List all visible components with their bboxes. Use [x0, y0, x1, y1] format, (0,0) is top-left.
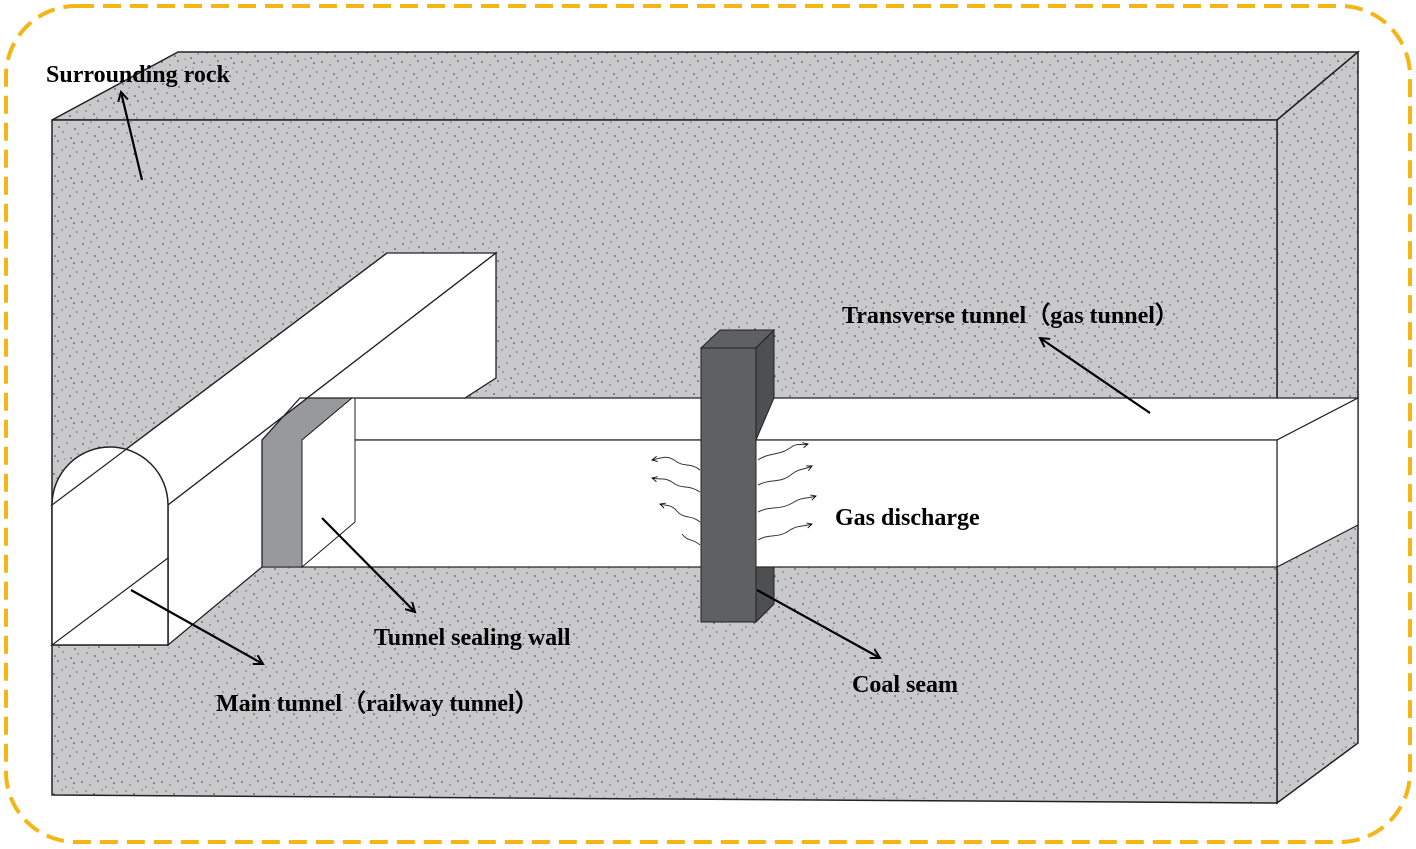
transverse-tunnel-label: Transverse tunnel（gas tunnel） [842, 302, 1179, 329]
sealing-wall [301, 397, 356, 569]
coal-seam-front [700, 347, 757, 623]
main-tunnel-ridge [51, 252, 388, 506]
coal-seam-label: Coal seam [852, 672, 958, 698]
frame-border [4, 4, 1412, 844]
main-tunnel-floor-edge [51, 557, 169, 646]
sealing-wall-arrow [321, 517, 415, 612]
gas-discharge-label: Gas discharge [835, 505, 980, 531]
transverse-tunnel-top [260, 397, 1359, 441]
coal-seam-arrow [756, 589, 880, 658]
gas-discharge-arrow [681, 533, 701, 546]
surrounding-rock-label: Surrounding rock [46, 62, 230, 88]
gas-discharge-arrow [652, 478, 701, 493]
transverse-tunnel-arrow [1040, 338, 1151, 414]
surrounding-rock-arrow [121, 92, 144, 181]
tunnel-sealing-wall-label: Tunnel sealing wall [374, 625, 571, 651]
gas-discharge-arrow [660, 504, 701, 523]
gas-discharge-arrow [652, 457, 701, 471]
main-tunnel-arrow [130, 589, 263, 664]
transverse-tunnel-front [261, 439, 1278, 568]
gas-discharge-arrow [757, 444, 808, 461]
gas-discharge-arrow [757, 465, 812, 486]
main-tunnel-side [167, 251, 497, 647]
gas-discharge-arrow [757, 524, 812, 541]
rock-top-face [51, 51, 1361, 121]
main-tunnel-portal [51, 446, 169, 646]
main-tunnel-label: Main tunnel（railway tunnel） [216, 690, 539, 717]
gas-discharge-arrow [757, 496, 816, 513]
